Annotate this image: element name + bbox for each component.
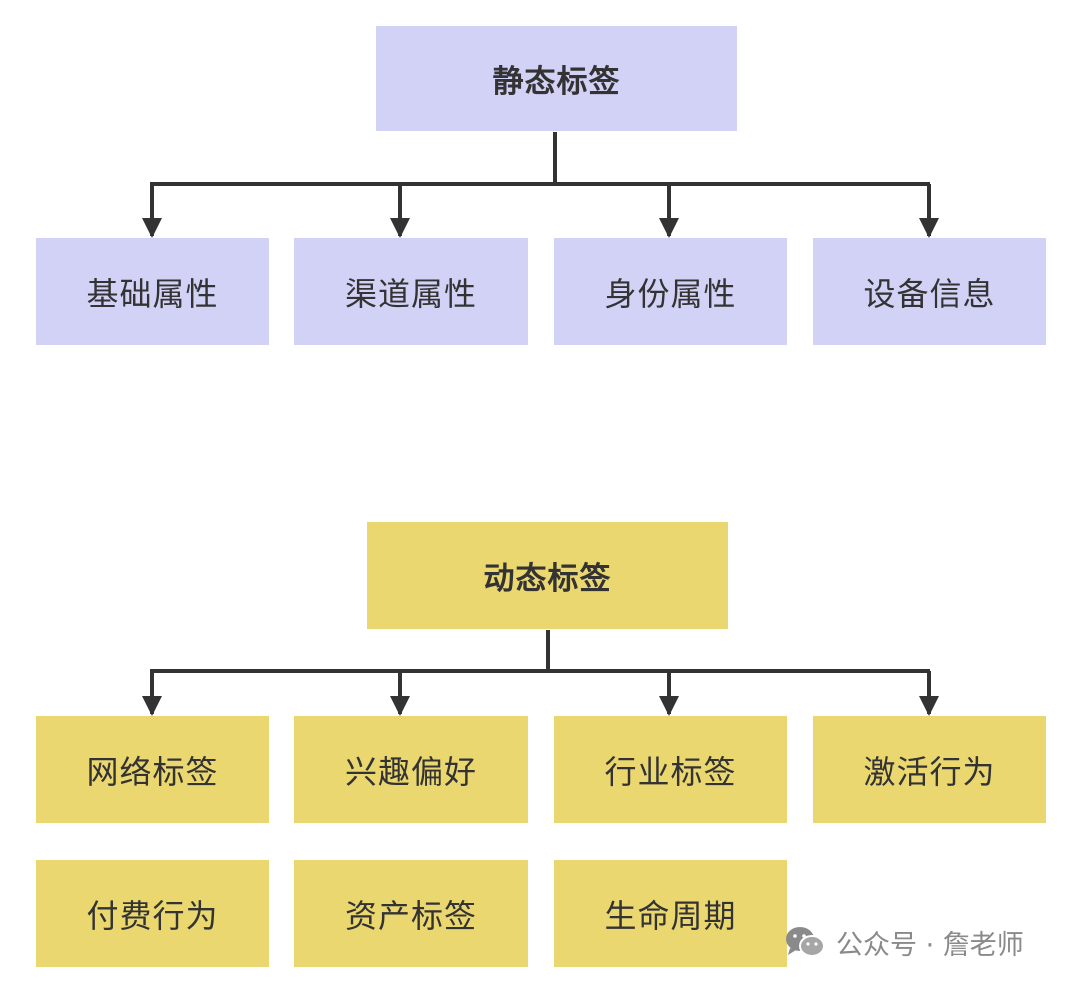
dynamic-root-node: 动态标签 bbox=[367, 522, 728, 629]
static-root-node: 静态标签 bbox=[376, 26, 737, 131]
dynamic-child-label: 资产标签 bbox=[344, 896, 477, 935]
dynamic-child-node: 网络标签 bbox=[36, 716, 269, 823]
dynamic-child-label: 行业标签 bbox=[604, 752, 737, 791]
static-root-label: 静态标签 bbox=[492, 64, 621, 100]
dynamic-child-label: 网络标签 bbox=[86, 752, 219, 791]
dynamic-child-node: 兴趣偏好 bbox=[294, 716, 528, 823]
dynamic-child-label: 兴趣偏好 bbox=[344, 752, 477, 791]
wechat-icon bbox=[786, 927, 825, 957]
static-child-label: 渠道属性 bbox=[344, 274, 477, 313]
static-child-label: 身份属性 bbox=[604, 274, 737, 313]
static-child-node: 设备信息 bbox=[813, 238, 1046, 345]
dynamic-child-node: 行业标签 bbox=[554, 716, 787, 823]
static-child-node: 渠道属性 bbox=[294, 238, 528, 345]
dynamic-child-node: 付费行为 bbox=[36, 860, 269, 967]
static-child-label: 基础属性 bbox=[86, 274, 219, 313]
watermark: 公众号 · 詹老师 bbox=[784, 918, 1024, 966]
static-child-node: 身份属性 bbox=[554, 238, 787, 345]
dynamic-child-label: 生命周期 bbox=[604, 896, 737, 935]
dynamic-child-label: 激活行为 bbox=[863, 752, 996, 791]
dynamic-child-label: 付费行为 bbox=[86, 896, 219, 935]
dynamic-child-node: 激活行为 bbox=[813, 716, 1046, 823]
dynamic-child-node: 生命周期 bbox=[554, 860, 787, 967]
static-child-node: 基础属性 bbox=[36, 238, 269, 345]
dynamic-child-node: 资产标签 bbox=[294, 860, 528, 967]
watermark-text: 公众号 · 詹老师 bbox=[836, 929, 1024, 961]
dynamic-root-label: 动态标签 bbox=[483, 561, 612, 597]
static-child-label: 设备信息 bbox=[863, 274, 996, 313]
